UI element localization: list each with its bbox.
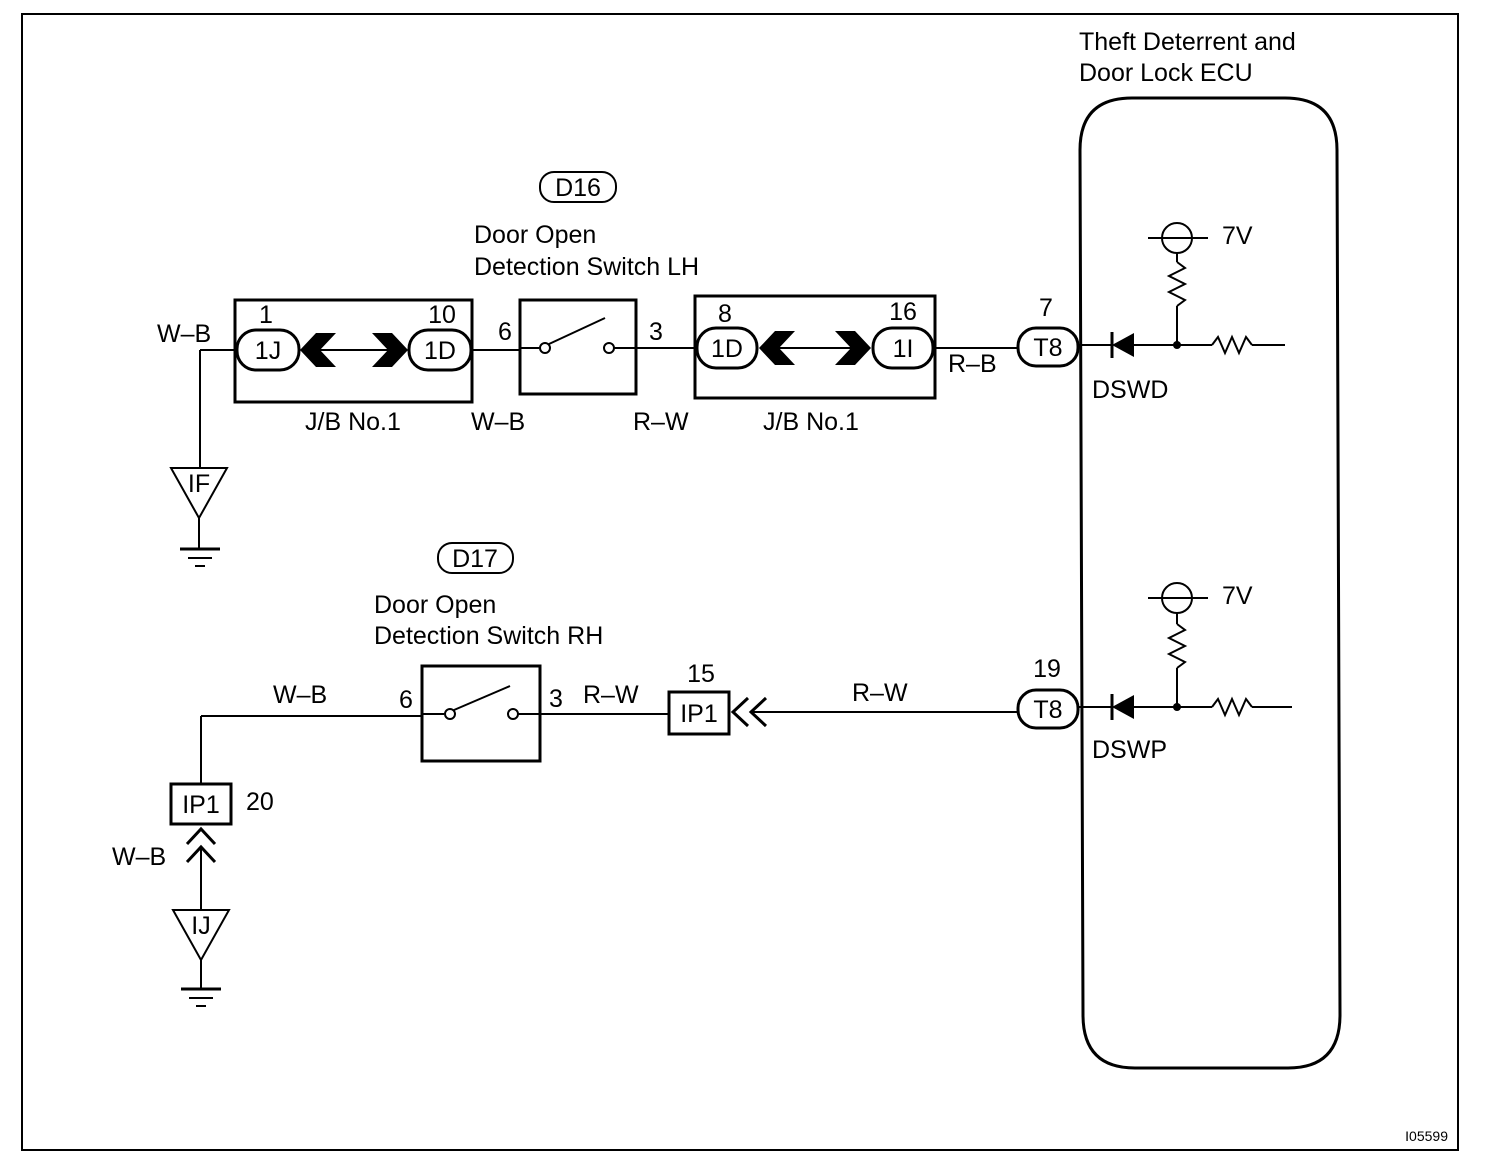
ecu-input-label-dswd: DSWD — [1092, 376, 1168, 404]
wire-color-label: R–W — [583, 681, 639, 709]
connector-arrow-icon — [300, 333, 336, 367]
switch-pin-number: 3 — [549, 685, 563, 713]
diagram-frame — [21, 13, 1459, 1151]
ecu-connector-label: T8 — [1033, 334, 1062, 362]
switch-pin-number: 6 — [399, 686, 413, 714]
rh-switch-name-line1: Door Open — [374, 591, 496, 619]
ground-point-if — [169, 467, 229, 521]
ip-pin-number: 15 — [687, 660, 715, 688]
rh-switch-circuit: D17 Door Open Detection Switch RH W–B 6 … — [112, 542, 1112, 1007]
jb-pin-number: 16 — [889, 298, 917, 326]
ecu-pin-number: 19 — [1033, 655, 1061, 683]
wire-color-label: W–B — [273, 681, 327, 709]
wire-color-label: W–B — [157, 320, 211, 348]
jb-label: J/B No.1 — [763, 408, 859, 436]
jb-pin-number: 8 — [718, 300, 732, 328]
jb-label: J/B No.1 — [305, 408, 401, 436]
ecu-title-line2: Door Lock ECU — [1079, 59, 1253, 87]
jb-connector-1i — [871, 326, 935, 370]
ecu-pin-number: 7 — [1039, 294, 1053, 322]
ecu-block: Theft Deterrent and Door Lock ECU — [1078, 28, 1342, 1070]
rh-switch-name-line2: Detection Switch RH — [374, 622, 603, 650]
connector-code-badge — [539, 171, 617, 203]
jb-connector-1d — [407, 328, 473, 372]
wire-color-label: W–B — [112, 843, 166, 871]
figure-code: I05599 — [1405, 1128, 1448, 1144]
diode-symbol — [1112, 333, 1134, 357]
connector-arrow-icon — [835, 331, 871, 365]
jb-connector-label: 1I — [893, 335, 914, 363]
jb-connector-1d — [695, 326, 759, 370]
ecu-input-circuit-dswd: 7V DSWD — [1092, 222, 1285, 404]
lh-switch-code: D16 — [555, 174, 601, 202]
lh-switch-circuit: D16 Door Open Detection Switch LH W–B IF… — [157, 171, 1112, 567]
ip-connector-label: IP1 — [680, 700, 718, 728]
jb-pin-number: 10 — [428, 301, 456, 329]
ecu-connector-label: T8 — [1033, 696, 1062, 724]
wire-color-label: R–W — [852, 679, 908, 707]
switch-pin-number: 3 — [649, 318, 663, 346]
ip-connector-label: IP1 — [182, 791, 220, 819]
jb-connector-label: 1D — [424, 337, 456, 365]
connector-code-badge — [437, 542, 514, 574]
ground-label-if: IF — [188, 470, 210, 498]
connector-arrow-icon — [372, 333, 408, 367]
ip1-connector — [667, 690, 731, 736]
jb-connector-label: 1D — [711, 335, 743, 363]
wire-color-label: W–B — [471, 408, 525, 436]
connector-arrow-icon — [185, 844, 217, 864]
lh-switch-name-line2: Detection Switch LH — [474, 253, 699, 281]
connector-arrow-icon — [759, 331, 795, 365]
jb-pin-number: 1 — [259, 301, 273, 329]
rh-switch-code: D17 — [452, 545, 498, 573]
ecu-input-circuit-dswp: 7V DSWP — [1092, 582, 1292, 764]
wire-color-label: R–B — [948, 350, 997, 378]
voltage-label-top: 7V — [1222, 222, 1253, 250]
jb-connector-1j — [235, 328, 301, 372]
ecu-title-line1: Theft Deterrent and — [1079, 28, 1296, 56]
voltage-label-bottom: 7V — [1222, 582, 1253, 610]
ip1-ground-connector — [169, 782, 233, 826]
jb-connector-label: 1J — [255, 337, 281, 365]
connector-arrow-icon — [730, 696, 750, 728]
switch-pin-number: 6 — [498, 318, 512, 346]
ecu-input-label-dswp: DSWP — [1092, 736, 1167, 764]
connector-arrow-icon — [185, 826, 217, 846]
ground-point-ij — [171, 909, 231, 963]
ecu-connector-t8 — [1016, 688, 1080, 730]
ecu-connector-t8 — [1016, 326, 1080, 368]
diode-symbol — [1112, 695, 1134, 719]
lh-switch-name-line1: Door Open — [474, 221, 596, 249]
wire-color-label: R–W — [633, 408, 689, 436]
ip-pin-number: 20 — [246, 788, 274, 816]
ground-label-ij: IJ — [191, 912, 210, 940]
